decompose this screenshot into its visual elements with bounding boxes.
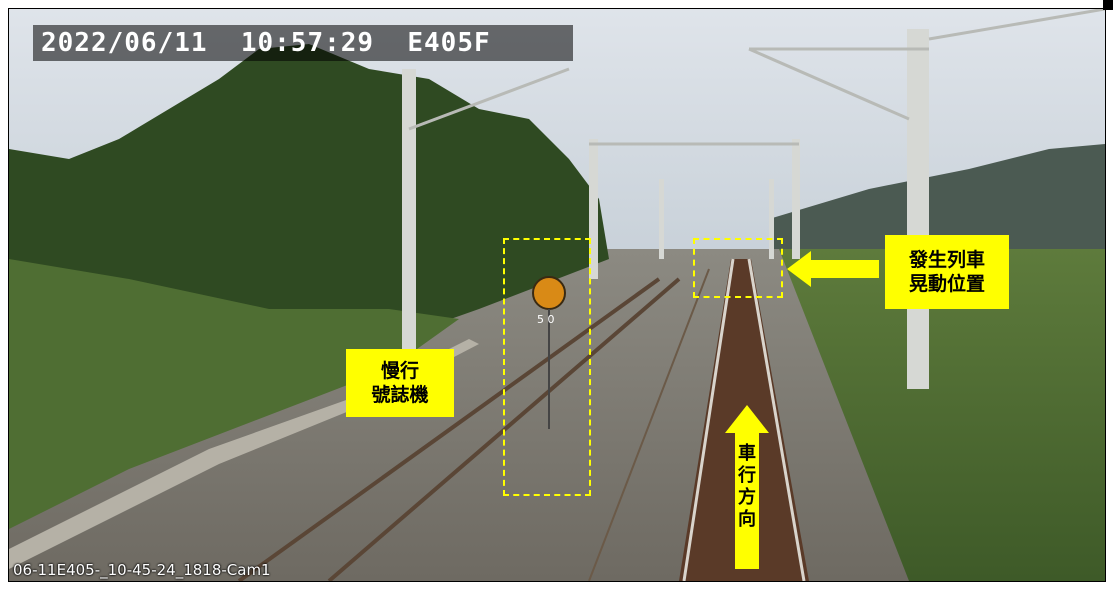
sway-position-label-line1: 發生列車: [908, 249, 985, 271]
arrow-left-icon: [787, 251, 879, 287]
direction-char-2: 行: [738, 465, 756, 486]
main-track-rails: [682, 258, 806, 581]
signal-sign-text: 5 0: [537, 313, 555, 326]
slow-signal-label: 慢行 號誌機: [346, 349, 454, 417]
sway-position-label: 發生列車 晃動位置: [885, 235, 1009, 309]
camera-label: 06-11E405-_10-45-24_1818-Cam1: [13, 561, 271, 579]
sway-position-highlight-box: [693, 238, 783, 298]
direction-char-4: 向: [738, 509, 756, 530]
overhead-wires: [408, 9, 1105, 146]
direction-char-3: 方: [738, 487, 756, 508]
right-field: [779, 249, 1105, 581]
mountain: [769, 144, 1105, 259]
timestamp-overlay: 2022/06/11 10:57:29 E405F: [33, 25, 573, 61]
direction-char-1: 車: [738, 443, 756, 464]
middle-track: [588, 268, 710, 581]
sway-position-label-line2: 晃動位置: [908, 273, 985, 295]
corner-mark: [1103, 0, 1113, 10]
bushes: [9, 259, 459, 529]
arrow-up-icon: [725, 405, 769, 569]
slow-signal-highlight-box: [503, 238, 591, 496]
direction-label: 車 行 方 向: [731, 443, 763, 531]
slow-signal-label-line1: 慢行: [380, 360, 419, 382]
video-frame: 2022/06/11 10:57:29 E405F 慢行 號誌機 發生列車 晃動…: [9, 9, 1105, 581]
slow-signal-label-line2: 號誌機: [371, 384, 429, 406]
